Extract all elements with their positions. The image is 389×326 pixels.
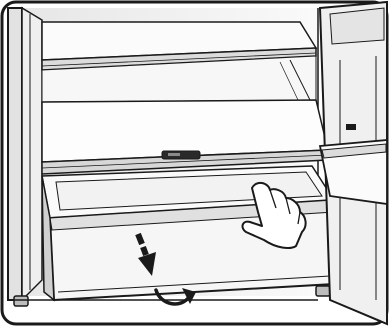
door-bin — [320, 140, 387, 204]
cover-handle — [162, 151, 200, 159]
